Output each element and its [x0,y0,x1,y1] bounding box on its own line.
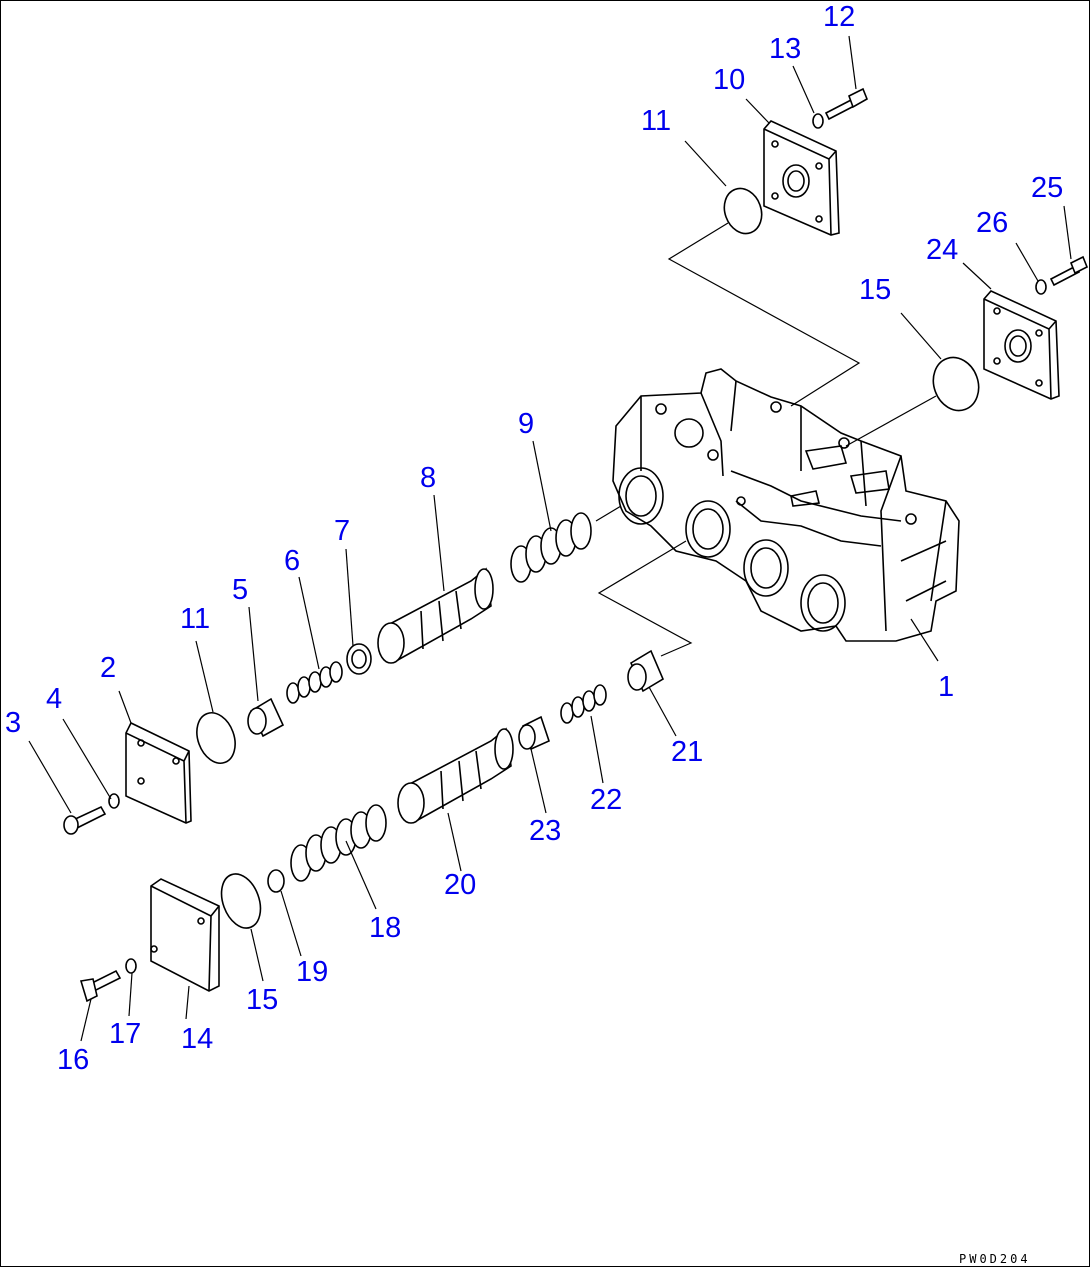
label-part-12: 12 [823,1,855,33]
label-part-18: 18 [369,912,401,944]
retainer-23 [518,715,550,751]
label-part-5: 5 [232,574,248,606]
leader-lines [28,35,1072,1042]
label-part-4: 4 [46,683,62,715]
cover-plate-14 [150,878,220,992]
spool-20 [397,727,514,824]
label-part-10: 10 [713,64,745,96]
label-part-7: 7 [334,515,350,547]
label-part-3: 3 [5,707,21,739]
o-ring-11-top [723,187,763,235]
label-part-9: 9 [518,408,534,440]
label-part-1: 1 [938,671,954,703]
plug-21 [627,649,665,693]
label-part-15-top: 15 [859,274,891,306]
o-ring-11-left [196,712,236,764]
bolt-12 [824,87,869,121]
retainer-7 [346,643,372,675]
label-part-23: 23 [529,815,561,847]
label-part-22: 22 [590,784,622,816]
label-part-11: 11 [180,603,210,635]
washer-17 [125,958,137,974]
valve-body [612,368,960,642]
label-part-19: 19 [296,956,328,988]
label-part-2: 2 [100,652,116,684]
bolt-25 [1049,255,1089,287]
label-part-15: 15 [246,984,278,1016]
label-part-20: 20 [444,869,476,901]
label-part-11-top: 11 [641,105,671,137]
washer-26 [1035,279,1047,295]
spring-18 [290,804,387,882]
label-part-25: 25 [1031,172,1063,204]
label-part-13: 13 [769,33,801,65]
ring-19 [267,869,285,893]
bolt-16 [79,969,122,1003]
label-part-14: 14 [181,1023,213,1055]
o-ring-15-lower [220,873,262,929]
washer-4 [108,793,120,809]
label-part-8: 8 [420,462,436,494]
spring-22 [560,684,607,724]
washer-13 [812,113,824,129]
label-part-16: 16 [57,1044,89,1076]
label-part-17: 17 [109,1018,141,1050]
part-labels: 1 2 3 4 5 6 7 8 9 10 11 12 13 11 14 15 2… [5,1,1063,1076]
label-part-26: 26 [976,207,1008,239]
o-ring-15-top [932,356,980,412]
bolt-3 [63,805,107,835]
label-part-6: 6 [284,545,300,577]
cover-plate-10 [763,120,840,236]
cover-plate-24 [983,290,1060,400]
cover-plate-2 [125,721,192,824]
spring-9 [510,512,592,583]
spring-6 [286,661,343,704]
label-part-21: 21 [671,736,703,768]
drawing-code: PW0D204 [959,1252,1031,1266]
label-part-24: 24 [926,234,958,266]
spool-8 [377,567,494,664]
plug-5 [247,697,285,738]
assembly-guide-lines [595,222,937,657]
